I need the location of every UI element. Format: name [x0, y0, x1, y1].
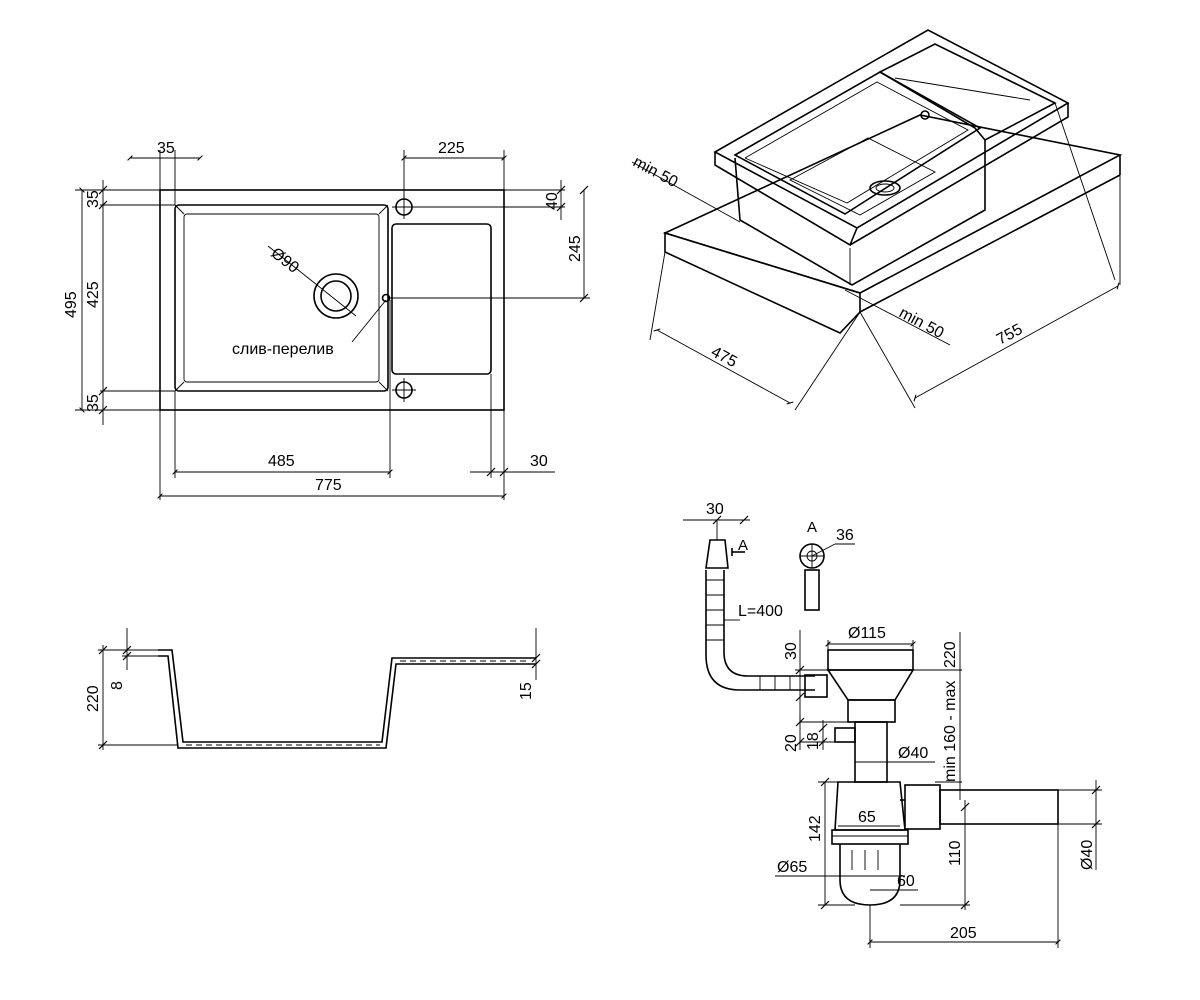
section-view: 220 8 15 [85, 628, 541, 750]
dim-35-left-bottom: 35 [85, 394, 102, 412]
marker-a: A [738, 537, 748, 554]
bowl-rim [733, 71, 982, 215]
drain-grate [827, 649, 914, 671]
dim-225: 225 [438, 140, 465, 157]
dim-siphon-30-side: 30 [783, 642, 800, 660]
top-view: Ø90 слив-перелив 35 225 495 425 35 35 [63, 140, 590, 500]
dim-section-15: 15 [518, 682, 535, 700]
dim-section-220: 220 [85, 685, 102, 712]
outlet-pipe [939, 789, 1059, 825]
dim-35-top: 35 [157, 140, 175, 157]
drainer-iso [878, 43, 1057, 142]
drain-body [826, 669, 915, 701]
dim-30: 30 [530, 453, 548, 470]
dim-245: 245 [567, 235, 584, 262]
sink-outline [159, 189, 505, 411]
iso-view: min 50 min 50 475 755 [630, 29, 1123, 411]
overflow-label: слив-перелив [232, 341, 334, 358]
dim-205: 205 [950, 925, 977, 942]
overflow-fitting [705, 539, 729, 569]
overflow-connector [804, 674, 828, 698]
dim-l400: L=400 [738, 603, 783, 620]
siphon-view: 30 A L=400 A 36 [683, 501, 1102, 948]
countertop-front [664, 231, 861, 334]
trap-bowl [839, 844, 901, 906]
dim-755: 755 [994, 321, 1026, 349]
dim-40: 40 [544, 192, 561, 210]
dim-min50-right: min 50 [896, 305, 946, 343]
dim-110: 110 [947, 840, 964, 866]
dim-20: 20 [783, 734, 800, 752]
dim-d115: Ø115 [848, 625, 886, 642]
dim-495: 495 [63, 291, 80, 318]
dim-775: 775 [315, 477, 342, 494]
detail-a-label: A [807, 519, 817, 536]
dim-d65: Ø65 [777, 859, 807, 876]
drain-inner [320, 280, 352, 312]
overflow-hose [705, 570, 815, 691]
trap-nut [831, 829, 909, 845]
dim-siphon-220: 220 [942, 641, 959, 668]
dim-65: 65 [858, 809, 876, 826]
dim-485: 485 [268, 453, 295, 470]
dim-142: 142 [807, 815, 824, 842]
dim-d40-right: Ø40 [1079, 840, 1096, 870]
dim-siphon-30-top: 30 [706, 501, 724, 518]
dim-60: 60 [897, 873, 915, 890]
dim-min-max: min 160 - max [942, 681, 959, 782]
dim-min50-left: min 50 [630, 154, 680, 192]
dim-35-left-top: 35 [85, 190, 102, 208]
dim-425: 425 [85, 281, 102, 308]
drain-outer [313, 273, 359, 319]
drainer-area [391, 223, 492, 375]
siphon-pipe [854, 721, 888, 783]
outlet-nut [904, 784, 941, 830]
bowl-inner [183, 213, 380, 383]
section-profile [158, 649, 536, 743]
dim-section-8: 8 [109, 681, 126, 690]
dim-d40-mid: Ø40 [898, 745, 928, 762]
dim-18: 18 [805, 732, 822, 750]
bowl-outer [174, 204, 389, 392]
dim-36: 36 [836, 527, 854, 544]
